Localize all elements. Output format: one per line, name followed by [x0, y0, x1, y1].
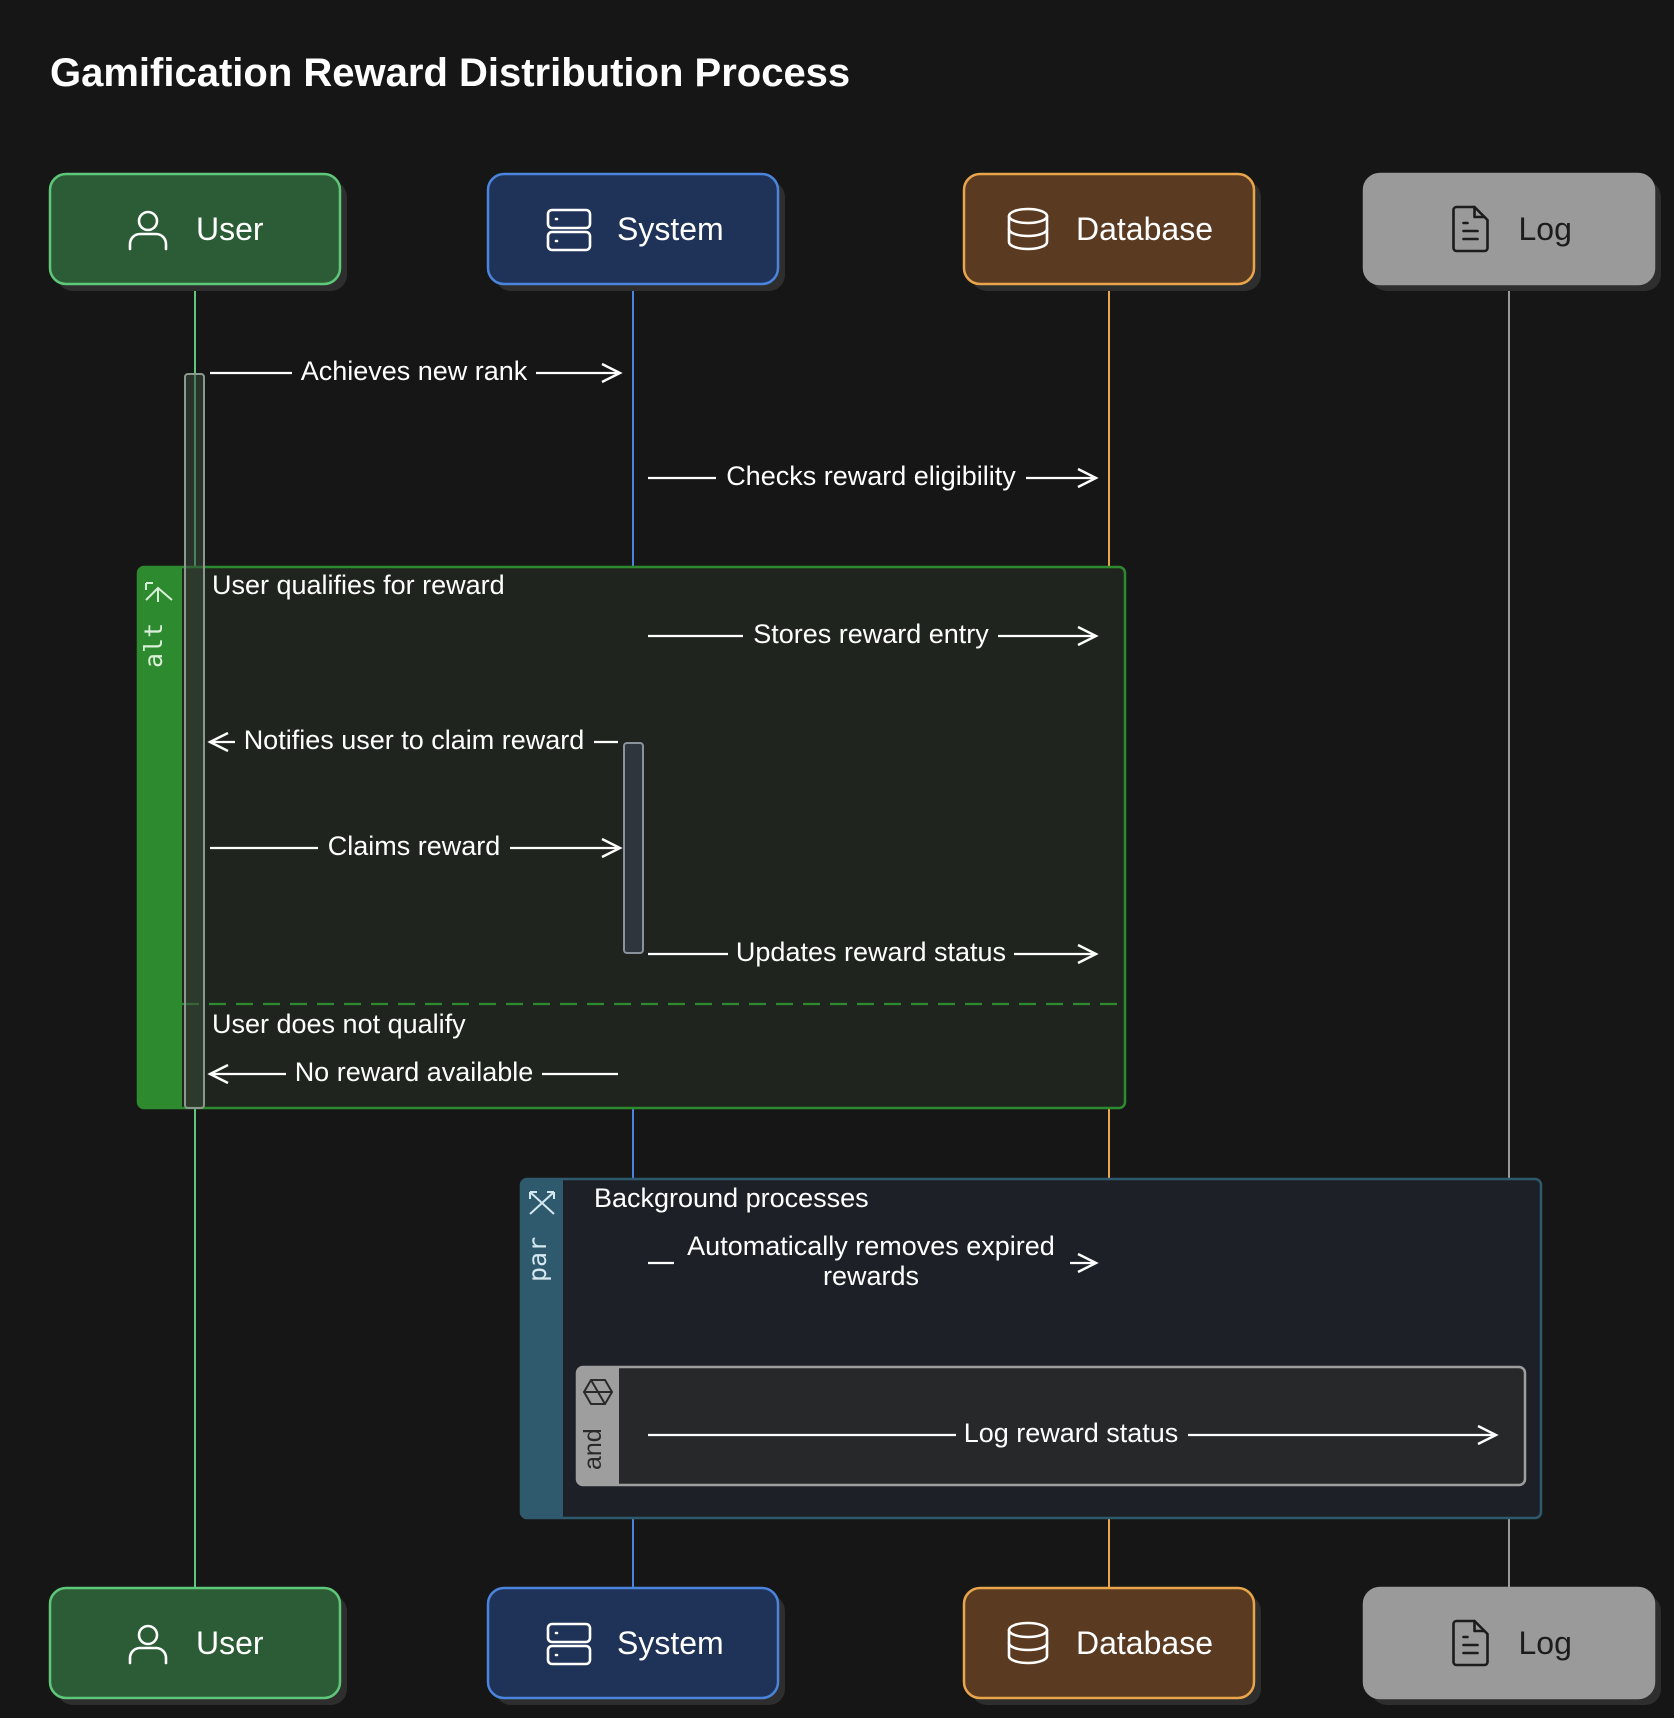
server-icon [546, 1622, 592, 1666]
actor-label: Database [1076, 211, 1213, 247]
actor-box [962, 172, 1256, 286]
actor-database-top: Database [962, 172, 1261, 291]
message-label-line-2: rewards [823, 1261, 919, 1291]
actor-user-bottom: User [48, 1586, 347, 1705]
actor-box [48, 172, 342, 286]
hexagon-icon [582, 1379, 614, 1405]
actors-top: User System Database Log [48, 172, 1661, 291]
message-label: Checks reward eligibility [726, 461, 1016, 491]
message-label: Claims reward [328, 831, 501, 861]
par-condition: Background processes [594, 1183, 869, 1213]
actor-label: Log [1519, 211, 1572, 247]
message-label: Achieves new rank [301, 356, 528, 386]
actor-box [1362, 1586, 1656, 1700]
alt-fragment-tab [138, 567, 182, 1108]
file-text-icon [1452, 1619, 1489, 1667]
server-icon [546, 208, 592, 252]
user-icon [128, 210, 168, 251]
page-title: Gamification Reward Distribution Process [50, 51, 850, 95]
actor-log-bottom: Log [1362, 1586, 1661, 1705]
par-fragment-tab [521, 1179, 563, 1518]
actor-log-top: Log [1362, 172, 1661, 291]
user-icon [128, 1624, 168, 1665]
message-label: No reward available [295, 1057, 534, 1087]
actor-user-top: User [48, 172, 347, 291]
actor-label: Log [1519, 1625, 1572, 1661]
actor-label: System [617, 1625, 724, 1661]
activation-bar-user [184, 373, 205, 1109]
actor-label: System [617, 211, 724, 247]
actor-box [486, 172, 780, 286]
actor-label: User [196, 1625, 264, 1661]
database-icon [1007, 207, 1049, 251]
database-icon [1007, 1621, 1049, 1665]
par-keyword: par [523, 1237, 552, 1282]
alt-condition: User qualifies for reward [212, 570, 505, 600]
message-label: Log reward status [964, 1418, 1179, 1448]
message-label-line-1: Automatically removes expired [687, 1231, 1055, 1261]
actor-box [48, 1586, 342, 1700]
activation-bar-system [623, 742, 644, 954]
fork-arrows-icon [529, 1191, 555, 1215]
actors-bottom: User System Database Log [48, 1586, 1661, 1705]
actor-box [486, 1586, 780, 1700]
alt-keyword: alt [139, 623, 168, 668]
messages: Achieves new rank Checks reward eligibil… [207, 356, 1499, 1448]
and-keyword: and [579, 1428, 607, 1470]
actor-system-top: System [486, 172, 785, 291]
message-label: Stores reward entry [753, 619, 989, 649]
actor-label: Database [1076, 1625, 1213, 1661]
par-fragment: par Background processes and [519, 1177, 1543, 1520]
alt-else-condition: User does not qualify [212, 1009, 466, 1039]
actor-box [962, 1586, 1256, 1700]
actor-label: User [196, 211, 264, 247]
message-label: Updates reward status [736, 937, 1006, 967]
actor-box [1362, 172, 1656, 286]
actor-system-bottom: System [486, 1586, 785, 1705]
actor-database-bottom: Database [962, 1586, 1261, 1705]
branch-icon [145, 582, 173, 602]
message-label: Notifies user to claim reward [244, 725, 585, 755]
file-text-icon [1452, 205, 1489, 253]
